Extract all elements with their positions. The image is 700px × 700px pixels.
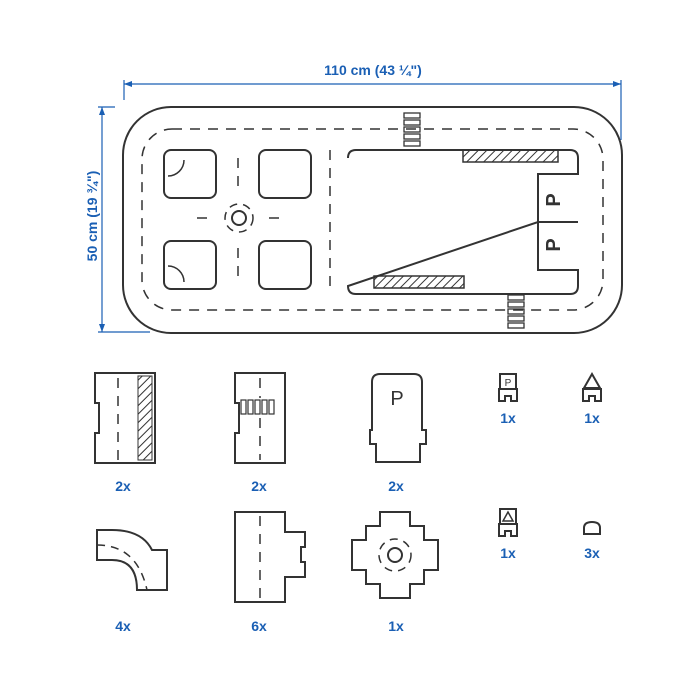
qty-connector: 3x (584, 545, 600, 561)
part-traffic-sign (498, 508, 518, 537)
parking-sign-small-text: P (505, 378, 512, 389)
qty-t-junction: 6x (251, 618, 267, 634)
height-dimension-label: 50 cm (19 ¾") (84, 170, 100, 262)
width-dimension-line (123, 80, 622, 140)
qty-roundabout: 1x (388, 618, 404, 634)
part-parking-piece: P (369, 373, 427, 463)
width-dimension-label: 110 cm (43 ¼") (324, 62, 422, 78)
part-connector (583, 520, 601, 535)
part-curve (96, 529, 168, 591)
parking-sign-board-bottom: P (543, 238, 565, 251)
qty-parking-sign: 1x (500, 410, 516, 426)
parking-sign-board-top: P (543, 193, 565, 206)
part-t-junction (234, 511, 306, 603)
qty-parking-piece: 2x (388, 478, 404, 494)
part-parking-sign: P (498, 373, 518, 402)
play-mat-board: P P (122, 106, 623, 334)
part-warning-sign (582, 371, 602, 402)
part-straight-hatched (94, 372, 156, 464)
qty-warning-sign: 1x (584, 410, 600, 426)
height-dimension-line (98, 106, 150, 333)
parking-sign-text: P (390, 388, 403, 410)
qty-curve: 4x (115, 618, 131, 634)
qty-straight-hatched: 2x (115, 478, 131, 494)
qty-straight-crosswalk: 2x (251, 478, 267, 494)
part-roundabout (351, 511, 439, 599)
qty-traffic-sign: 1x (500, 545, 516, 561)
part-straight-crosswalk (234, 372, 286, 464)
